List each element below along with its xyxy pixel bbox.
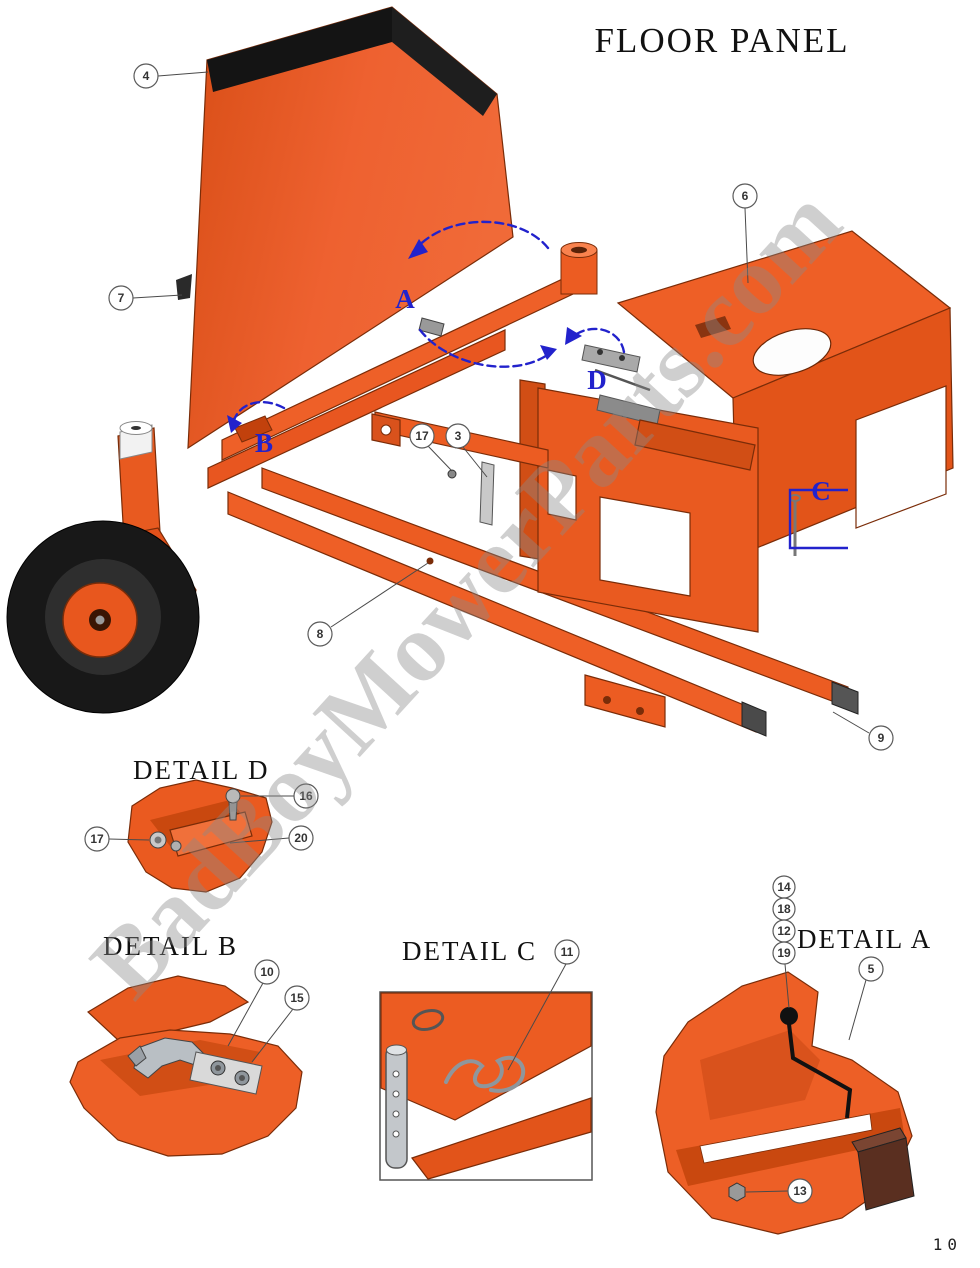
callout-8: 8: [307, 562, 429, 647]
panel-hinge-tab: [176, 274, 192, 300]
page-number: 10: [933, 1235, 962, 1254]
detail-c-label: DETAIL C: [402, 936, 537, 966]
panel-top-edge-left: [207, 7, 392, 92]
callout-4: 4: [133, 63, 209, 89]
rail-hole: [426, 557, 434, 565]
letter-a: A: [395, 284, 415, 314]
detail-d-washer: [149, 831, 182, 852]
upper-cross-tube: [221, 242, 598, 461]
detail-c-pin: [385, 1044, 408, 1169]
svg-text:8: 8: [317, 627, 324, 641]
svg-text:4: 4: [143, 69, 150, 83]
detail-d-label: DETAIL D: [133, 755, 270, 785]
detail-c-hairpin-clip: [444, 1055, 526, 1093]
letter-d: D: [587, 365, 607, 395]
callout-10: 10: [227, 959, 280, 1047]
detail-b-drawing: [69, 975, 303, 1157]
bracket-c: [788, 488, 848, 550]
letter-c: C: [811, 476, 831, 506]
arc-b: [231, 400, 286, 426]
detail-d-section: DETAIL D 16 17: [84, 755, 319, 893]
callout-14: 14: [772, 875, 796, 899]
detail-c-drawing: [379, 991, 593, 1181]
floor-panel: [176, 6, 514, 450]
support-bar-and-bolt: [447, 461, 495, 526]
callout-15: 15: [251, 985, 310, 1063]
callout-17-main: 17: [409, 423, 453, 472]
svg-text:18: 18: [777, 902, 791, 916]
lower-cross-tube: [207, 329, 506, 489]
detail-d-drawing: [127, 779, 273, 893]
detail-b-section: DETAIL B 10 15: [69, 931, 310, 1157]
svg-text:15: 15: [290, 991, 304, 1005]
main-assembly-drawing: [6, 6, 954, 737]
rotation-annotations: A B D C: [227, 220, 848, 550]
callout-19: 19: [772, 941, 796, 1009]
svg-text:3: 3: [455, 429, 462, 443]
svg-text:5: 5: [868, 962, 875, 976]
seat-platform: [616, 230, 954, 557]
small-bracket-with-hole: [371, 413, 401, 447]
callout-16: 16: [241, 783, 319, 809]
latch-hardware: [581, 344, 756, 471]
svg-text:12: 12: [777, 924, 791, 938]
svg-text:7: 7: [118, 291, 125, 305]
detail-b-latch-hook: [127, 1037, 206, 1079]
svg-text:11: 11: [561, 945, 574, 959]
detail-c-section: DETAIL C 11: [379, 936, 593, 1181]
detail-d-bolt: [225, 788, 241, 821]
callout-3: 3: [445, 423, 488, 478]
detail-b-label: DETAIL B: [103, 931, 238, 961]
svg-text:9: 9: [878, 731, 885, 745]
callout-9: 9: [832, 711, 894, 751]
svg-text:14: 14: [777, 880, 791, 894]
callout-12: 12: [772, 919, 796, 943]
detail-a-drawing: [655, 971, 915, 1235]
detail-a-section: DETAIL A 14 18 12: [655, 875, 932, 1235]
panel-latch-bracket: [418, 317, 445, 337]
detail-a-anti-scalp-block: [851, 1127, 915, 1211]
detail-a-knob: [780, 1007, 798, 1025]
main-callouts: 4 7 6 17 3 8 9: [108, 63, 894, 751]
rear-rail-end-cap: [831, 681, 859, 715]
detail-a-label: DETAIL A: [797, 924, 932, 954]
front-frame-rail: [227, 491, 767, 737]
callout-7: 7: [108, 285, 183, 311]
panel-top-edge-right: [392, 7, 497, 116]
callout-17-detail-d: 17: [84, 826, 150, 852]
detail-b-bolt-plate: [189, 1051, 263, 1095]
svg-text:16: 16: [299, 789, 313, 803]
detail-a-rod: [787, 1023, 853, 1119]
bottom-bracket: [584, 674, 666, 728]
callout-13: 13: [745, 1178, 813, 1204]
callout-18: 18: [772, 897, 796, 921]
svg-text:6: 6: [742, 189, 749, 203]
svg-text:17: 17: [415, 429, 429, 443]
detail-a-nut: [728, 1182, 746, 1202]
arc-a-lower: [418, 328, 552, 368]
callout-6: 6: [732, 183, 758, 284]
front-rail-end-cap: [741, 701, 767, 737]
page-title: FLOOR PANEL: [594, 21, 849, 60]
callout-5: 5: [848, 956, 884, 1041]
svg-text:20: 20: [294, 831, 308, 845]
caster-wheel-assembly: [6, 421, 200, 714]
detail-c-ring: [411, 1008, 445, 1032]
svg-text:13: 13: [793, 1184, 807, 1198]
svg-text:10: 10: [260, 965, 274, 979]
arc-a-upper: [411, 220, 550, 254]
svg-text:17: 17: [90, 832, 104, 846]
callout-11: 11: [507, 939, 580, 1071]
seat-platform-hole: [752, 328, 832, 376]
svg-text:19: 19: [777, 946, 791, 960]
letter-b: B: [255, 428, 273, 458]
panel-hinge-plate: [234, 415, 273, 443]
callout-20: 20: [229, 825, 314, 851]
